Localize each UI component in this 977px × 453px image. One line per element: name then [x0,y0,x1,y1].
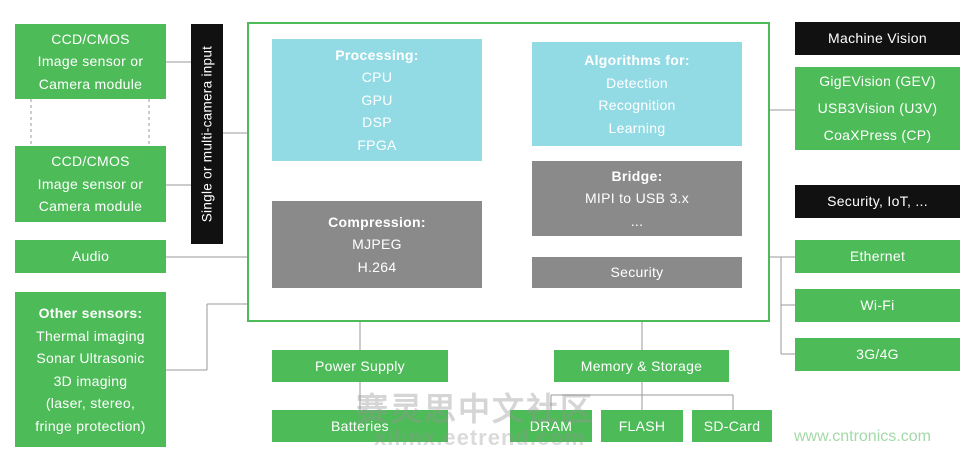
wifi-box: Wi-Fi [795,289,960,322]
vision-standards-box: GigEVision (GEV) USB3Vision (U3V) CoaXPr… [795,67,960,150]
wifi-label: Wi-Fi [860,297,895,314]
other-sensors-title: Other sensors: [38,305,143,321]
bridge-title: Bridge: [611,167,663,184]
audio-label: Audio [71,248,110,265]
watermark-cn: 赛灵思中文社区 [356,391,595,427]
dram-label: DRAM [529,417,573,434]
vision-standard-gev: GigEVision (GEV) [819,73,936,89]
ethernet-box: Ethernet [795,240,960,273]
processing-title: Processing: [335,46,419,63]
compression-item-h264: H.264 [357,258,397,275]
processing-item-gpu: GPU [361,91,393,108]
camera1-line-1: CCD/CMOS [51,30,130,47]
vision-standard-cp: CoaXPress (CP) [823,127,932,143]
algorithms-item-learning: Learning [608,119,666,136]
batteries-box: Batteries [272,410,448,442]
flash-label: FLASH [618,417,666,434]
other-sensors-line-1: Thermal imaging [36,327,145,344]
algorithms-box: Algorithms for: Detection Recognition Le… [532,42,742,146]
cellular-box: 3G/4G [795,338,960,371]
bridge-item-mipi: MIPI to USB 3.x [584,190,690,207]
camera-sensor-box-2: CCD/CMOS Image sensor or Camera module [15,146,166,222]
camera-input-label: Single or multi-camera input [191,24,223,244]
camera2-line-3: Camera module [38,198,143,215]
camera1-line-3: Camera module [38,75,143,92]
memory-storage-box: Memory & Storage [554,350,729,382]
bridge-item-more: ... [630,212,644,229]
other-sensors-line-5: fringe protection) [35,417,146,434]
machine-vision-label: Machine Vision [828,30,927,47]
processing-item-dsp: DSP [362,114,392,131]
memory-storage-label: Memory & Storage [580,357,703,374]
watermark-en: xilinx.eetrend.com [374,425,586,450]
power-supply-label: Power Supply [315,357,405,374]
processing-box: Processing: CPU GPU DSP FPGA [272,39,482,161]
compression-box: Compression: MJPEG H.264 [272,201,482,288]
machine-vision-header: Machine Vision [795,22,960,55]
processing-item-cpu: CPU [361,69,393,86]
compression-item-mjpeg: MJPEG [352,236,402,253]
ethernet-label: Ethernet [849,248,906,265]
vision-standard-u3v: USB3Vision (U3V) [817,100,938,116]
algorithms-title: Algorithms for: [584,52,690,68]
power-supply-box: Power Supply [272,350,448,382]
security-iot-header: Security, IoT, ... [795,185,960,218]
other-sensors-box: Other sensors: Thermal imaging Sonar Ult… [15,292,166,447]
other-sensors-line-4: (laser, stereo, [45,395,136,411]
other-sensors-line-3: 3D imaging [53,372,128,389]
flash-box: FLASH [601,410,683,442]
camera1-line-2: Image sensor or [37,53,144,70]
camera-sensor-box-1: CCD/CMOS Image sensor or Camera module [15,24,166,99]
camera-input-label-text: Single or multi-camera input [199,45,215,223]
processing-item-fpga: FPGA [357,136,397,153]
cellular-label: 3G/4G [856,346,899,363]
dram-box: DRAM [510,410,592,442]
batteries-label: Batteries [331,417,389,434]
algorithms-item-detection: Detection [606,74,668,91]
camera2-line-2: Image sensor or [37,175,144,192]
bridge-box: Bridge: MIPI to USB 3.x ... [532,161,742,236]
watermark-site: www.cntronics.com [794,428,931,445]
security-label: Security [610,264,664,281]
security-box: Security [532,257,742,288]
camera2-line-1: CCD/CMOS [51,153,130,170]
other-sensors-line-2: Sonar Ultrasonic [36,350,145,366]
audio-box: Audio [15,240,166,273]
sdcard-box: SD-Card [692,410,772,442]
algorithms-item-recognition: Recognition [598,97,676,113]
security-iot-label: Security, IoT, ... [827,193,928,210]
compression-title: Compression: [328,213,426,230]
sdcard-label: SD-Card [703,417,761,434]
